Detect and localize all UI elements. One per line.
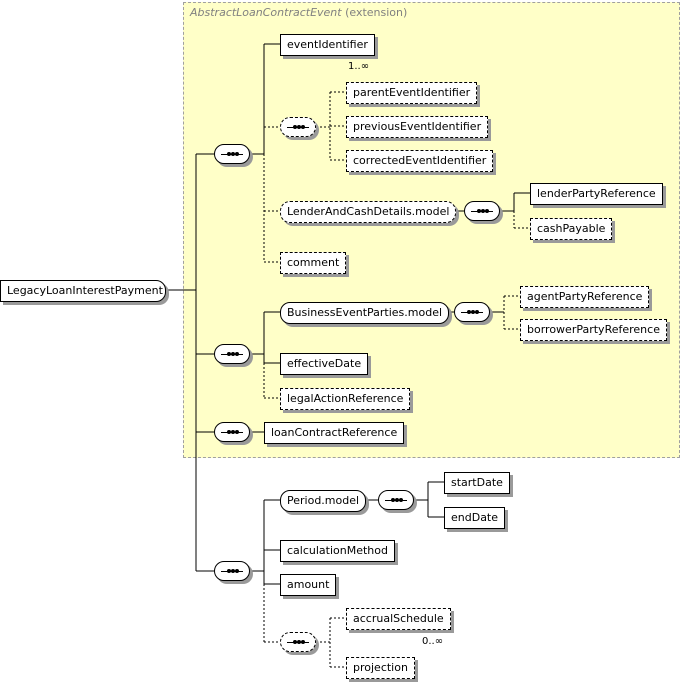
element-label: lenderPartyReference <box>537 187 656 200</box>
element-projection[interactable]: projection <box>346 657 415 679</box>
element-cash-payable[interactable]: cashPayable <box>530 218 613 240</box>
sequence-compositor-icon[interactable] <box>378 490 414 510</box>
element-label: legalActionReference <box>287 392 404 405</box>
extension-base-name: AbstractLoanContractEvent <box>190 6 342 19</box>
group-lender-and-cash-details[interactable]: LenderAndCashDetails.model <box>280 201 457 223</box>
root-element[interactable]: LegacyLoanInterestPayment <box>0 280 166 302</box>
choice-compositor-icon[interactable] <box>280 117 316 137</box>
element-lender-party-reference[interactable]: lenderPartyReference <box>530 183 663 205</box>
element-legal-action-reference[interactable]: legalActionReference <box>280 388 411 410</box>
group-business-event-parties[interactable]: BusinessEventParties.model <box>280 302 450 324</box>
element-end-date[interactable]: endDate <box>444 507 506 529</box>
element-agent-party-reference[interactable]: agentPartyReference <box>520 286 650 308</box>
sequence-compositor-icon[interactable] <box>214 344 250 364</box>
choice-compositor-icon[interactable] <box>280 632 316 652</box>
element-label: endDate <box>451 511 499 524</box>
element-label: amount <box>287 578 330 591</box>
element-label: calculationMethod <box>287 544 388 557</box>
extension-label: (extension) <box>345 6 408 19</box>
element-label: previousEventIdentifier <box>353 120 482 133</box>
group-period[interactable]: Period.model <box>280 490 367 512</box>
sequence-compositor-icon[interactable] <box>214 561 250 581</box>
element-label: correctedEventIdentifier <box>353 154 487 167</box>
element-label: effectiveDate <box>287 357 362 370</box>
group-label: LenderAndCashDetails.model <box>287 205 450 218</box>
sequence-compositor-icon[interactable] <box>214 422 250 442</box>
element-label: borrowerPartyReference <box>527 323 660 336</box>
element-comment[interactable]: comment <box>280 252 347 274</box>
element-start-date[interactable]: startDate <box>444 472 510 494</box>
element-amount[interactable]: amount <box>280 574 337 596</box>
element-previous-event-identifier[interactable]: previousEventIdentifier <box>346 116 489 138</box>
sequence-compositor-icon[interactable] <box>214 144 250 164</box>
element-loan-contract-reference[interactable]: loanContractReference <box>264 422 405 444</box>
element-effective-date[interactable]: effectiveDate <box>280 353 369 375</box>
sequence-compositor-icon[interactable] <box>454 302 490 322</box>
element-label: loanContractReference <box>271 426 398 439</box>
element-label: projection <box>353 661 408 674</box>
group-label: BusinessEventParties.model <box>287 306 443 319</box>
element-event-identifier[interactable]: eventIdentifier <box>280 34 375 56</box>
element-label: startDate <box>451 476 503 489</box>
element-borrower-party-reference[interactable]: borrowerPartyReference <box>520 319 667 341</box>
extension-title: AbstractLoanContractEvent (extension) <box>190 6 407 19</box>
element-label: accrualSchedule <box>353 612 444 625</box>
group-label: Period.model <box>287 494 360 507</box>
element-label: eventIdentifier <box>287 38 368 51</box>
root-label: LegacyLoanInterestPayment <box>7 284 163 297</box>
element-calculation-method[interactable]: calculationMethod <box>280 540 395 562</box>
cardinality-label: 1..∞ <box>348 61 370 72</box>
element-label: parentEventIdentifier <box>353 86 471 99</box>
element-label: cashPayable <box>537 222 606 235</box>
element-label: agentPartyReference <box>527 290 643 303</box>
sequence-compositor-icon[interactable] <box>464 201 500 221</box>
cardinality-label: 0..∞ <box>422 636 444 647</box>
element-corrected-event-identifier[interactable]: correctedEventIdentifier <box>346 150 494 172</box>
element-label: comment <box>287 256 340 269</box>
element-parent-event-identifier[interactable]: parentEventIdentifier <box>346 82 478 104</box>
element-accrual-schedule[interactable]: accrualSchedule <box>346 608 451 630</box>
